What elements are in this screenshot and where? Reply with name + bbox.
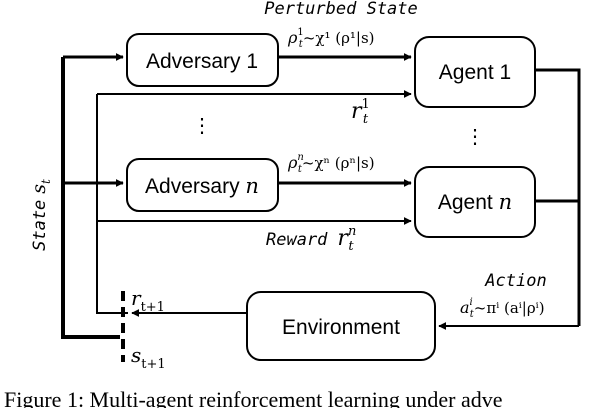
state-lines <box>61 53 581 362</box>
agent-dots: ⋮ <box>465 124 485 148</box>
agent-1-label: Agent 1 <box>439 61 511 84</box>
adversary-1-label: Adversary 1 <box>146 50 258 73</box>
environment-box <box>246 291 436 361</box>
adversary-dots: ⋮ <box>192 113 212 137</box>
next-state-label: st+1 <box>131 343 166 372</box>
environment-label: Environment <box>282 316 400 339</box>
next-reward-label: rt+1 <box>131 286 165 315</box>
adversary-n-label: Adversary n <box>145 174 259 198</box>
agent-1-box <box>414 36 536 108</box>
adversary-1-box <box>126 33 279 87</box>
figure-caption: Figure 1: Multi-agent reinforcement lear… <box>4 387 503 408</box>
perturbed-state-label: Perturbed State <box>264 0 418 19</box>
svg-text:Statest: Statest <box>28 179 53 251</box>
state-label: Statest <box>28 179 53 251</box>
action-label: Action <box>484 271 546 291</box>
agent-n-label: Agent n <box>438 190 512 214</box>
adversary-n-box <box>126 158 279 212</box>
